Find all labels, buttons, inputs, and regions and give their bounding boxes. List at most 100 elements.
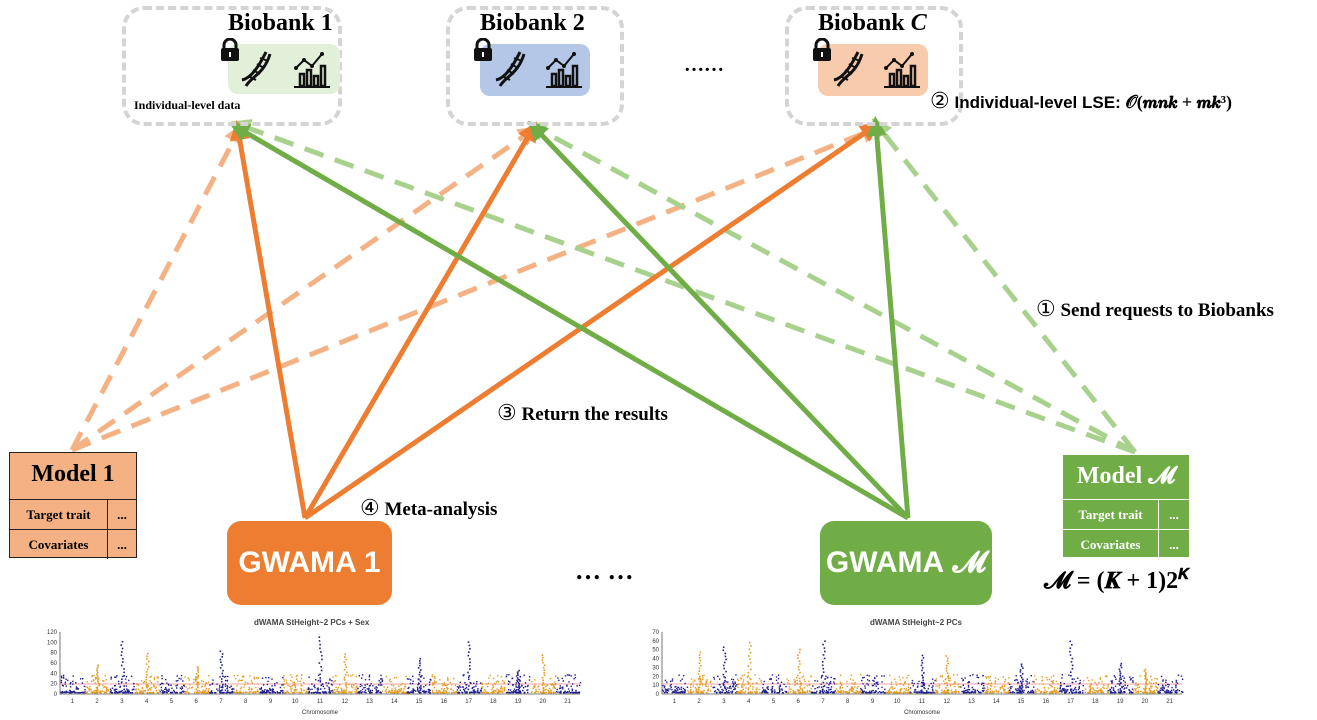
lock-icon (472, 37, 494, 67)
row-label: Covariates (10, 530, 108, 559)
x-axis-label: Chromosome (302, 710, 339, 716)
chromosome-points (1083, 675, 1109, 694)
result-line-biobank1-gwamaM (229, 122, 910, 521)
chromosome-points (712, 646, 738, 694)
chromosome-points (984, 675, 1010, 694)
x-tick-label: 15 (1018, 699, 1025, 705)
x-tick-label: 10 (894, 699, 901, 705)
chromosome-points (60, 674, 87, 694)
x-tick-label: 14 (391, 699, 398, 705)
biobank-2-title: Biobank 2 (480, 10, 585, 36)
x-tick-label: 6 (195, 699, 199, 705)
chromosome-points (555, 674, 582, 694)
chromosome-points (159, 674, 186, 694)
lock-icon (219, 37, 241, 67)
x-tick-label: 6 (797, 699, 801, 705)
biobank-1-title: Biobank 1 (228, 10, 333, 36)
x-tick-label: 16 (1042, 699, 1049, 705)
x-tick-label: 9 (871, 699, 875, 705)
row-label: Target trait (10, 500, 108, 529)
chromosome-points (909, 654, 936, 694)
chromosome-points (282, 674, 309, 694)
y-tick-label: 50 (652, 648, 659, 654)
table-row: Target trait ... (1063, 499, 1189, 529)
y-tick-label: 40 (652, 657, 659, 663)
result-line-biobank1-gwama1 (229, 120, 308, 519)
x-tick-label: 5 (772, 699, 776, 705)
request-line-model1-biobank2 (70, 126, 539, 453)
x-tick-label: 7 (219, 699, 223, 705)
x-tick-label: 8 (846, 699, 850, 705)
chromosome-points (1033, 675, 1059, 694)
x-tick-label: 13 (366, 699, 373, 705)
y-tick-label: 20 (50, 682, 57, 688)
x-tick-label: 3 (120, 699, 124, 705)
x-tick-label: 17 (1067, 699, 1074, 705)
individual-level-data-note: Individual-level data (134, 98, 241, 112)
model-m-table: Model 𝓜 Target trait ... Covariates ... (1062, 454, 1190, 559)
axis (59, 632, 580, 695)
dna-icon (238, 50, 278, 95)
table-row: Covariates ... (1063, 529, 1189, 559)
chromosome-points (687, 651, 712, 694)
x-tick-label: 4 (145, 699, 149, 705)
chromosome-points (209, 650, 235, 694)
x-tick-label: 20 (540, 699, 547, 705)
x-tick-label: 13 (968, 699, 975, 705)
y-tick-label: 120 (47, 630, 58, 636)
chromosome-points (456, 641, 483, 694)
chromosome-points (505, 669, 531, 694)
y-tick-label: 40 (50, 671, 57, 677)
x-tick-label: 8 (244, 699, 248, 705)
x-tick-label: 21 (564, 699, 571, 705)
biobank-c-title: Biobank C (818, 10, 927, 36)
step-2-label: ② Individual-level LSE: 𝒪(𝒎𝒏𝒌 + 𝒎𝒌³) (930, 88, 1233, 113)
x-tick-label: 1 (71, 699, 75, 705)
chromosome-points (134, 652, 161, 694)
x-tick-label: 5 (170, 699, 174, 705)
step-3-label: ③ Return the results (497, 400, 668, 425)
chart-icon (882, 50, 922, 95)
chromosome-points (233, 674, 260, 694)
x-tick-label: 4 (747, 699, 751, 705)
x-tick-label: 9 (269, 699, 273, 705)
gwama-ellipsis: … … (575, 556, 634, 585)
x-tick-label: 1 (673, 699, 677, 705)
y-tick-label: 0 (54, 692, 58, 698)
chromosome-points (357, 674, 384, 694)
x-tick-label: 16 (440, 699, 447, 705)
x-tick-label: 2 (697, 699, 701, 705)
chromosome-points (860, 674, 886, 694)
x-tick-label: 21 (1166, 699, 1173, 705)
request-line-modelM-biobank2 (526, 122, 1137, 455)
x-tick-label: 3 (722, 699, 726, 705)
step-1-label: ① Send requests to Biobanks (1036, 296, 1274, 321)
x-tick-label: 12 (341, 699, 348, 705)
request-line-model1-biobank1 (69, 123, 243, 452)
x-tick-label: 18 (490, 699, 497, 705)
row-label: Covariates (1063, 530, 1159, 559)
biobank-ellipsis: …… (684, 54, 724, 76)
chromosome-points (736, 641, 763, 694)
axis (661, 632, 1182, 695)
model-count-formula: 𝓜 = (𝑲 + 1)2𝑲 (1044, 567, 1190, 594)
result-line-biobankC-gwama1 (303, 122, 881, 521)
x-tick-label: 17 (465, 699, 472, 705)
y-tick-label: 60 (652, 639, 659, 645)
chromosome-points (1108, 662, 1134, 694)
model-1-title: Model 1 (31, 461, 115, 487)
row-value: ... (117, 536, 127, 552)
x-tick-label: 10 (292, 699, 299, 705)
x-tick-label: 15 (416, 699, 423, 705)
chromosome-points (786, 648, 812, 694)
dna-icon (830, 50, 870, 95)
request-line-modelM-biobankC (871, 118, 1137, 454)
manhattan-2-title: dWAMA StHeight~2 PCs (870, 618, 962, 627)
row-value: ... (1169, 536, 1179, 552)
chromosome-points (382, 675, 408, 694)
biobank-1-frame (122, 6, 342, 126)
row-value: ... (117, 506, 127, 522)
y-tick-label: 70 (652, 630, 659, 636)
